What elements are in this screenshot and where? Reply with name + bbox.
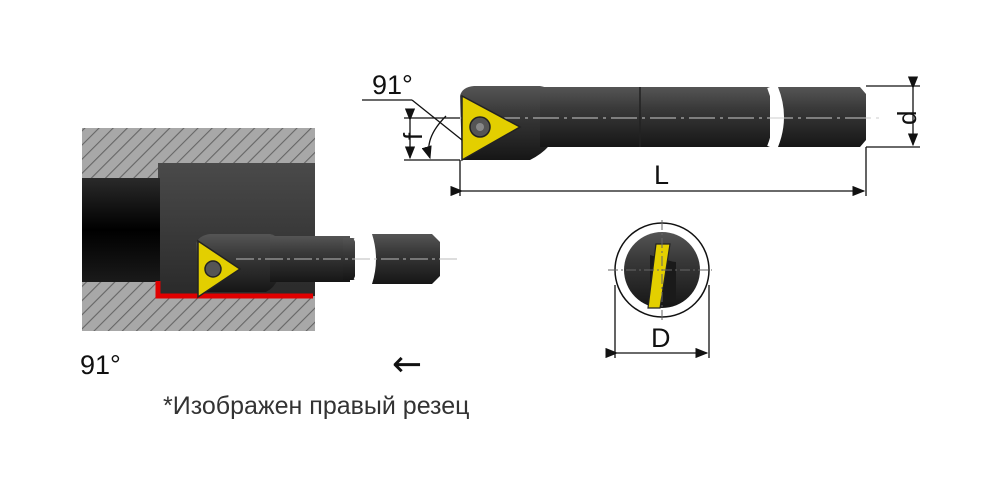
end-view	[605, 220, 712, 359]
angle-top-label: 91°	[372, 70, 413, 100]
main-insert-yellow	[461, 94, 522, 162]
workpiece-section	[82, 128, 315, 331]
main-bar-shank	[540, 87, 770, 147]
dim-L-label: L	[654, 160, 669, 190]
bar-shank-step	[343, 238, 355, 280]
dim-f-label: f	[398, 132, 428, 140]
dim-d-label: d	[892, 111, 922, 125]
dim-D-label: D	[651, 323, 671, 353]
boring-bar-in-work	[196, 234, 460, 299]
angle-bottom-label: 91°	[80, 350, 121, 380]
insert-screw	[204, 260, 222, 278]
end-insert-yellow	[647, 243, 671, 309]
dimensions-side-view	[362, 76, 920, 197]
main-bar-end	[778, 87, 866, 147]
boring-bar-side	[455, 85, 880, 162]
machined-surface-line	[155, 281, 313, 299]
caption-text: *Изображен правый резец	[163, 392, 470, 420]
through-bore	[82, 178, 160, 282]
feed-direction-arrow: ←	[392, 344, 423, 385]
